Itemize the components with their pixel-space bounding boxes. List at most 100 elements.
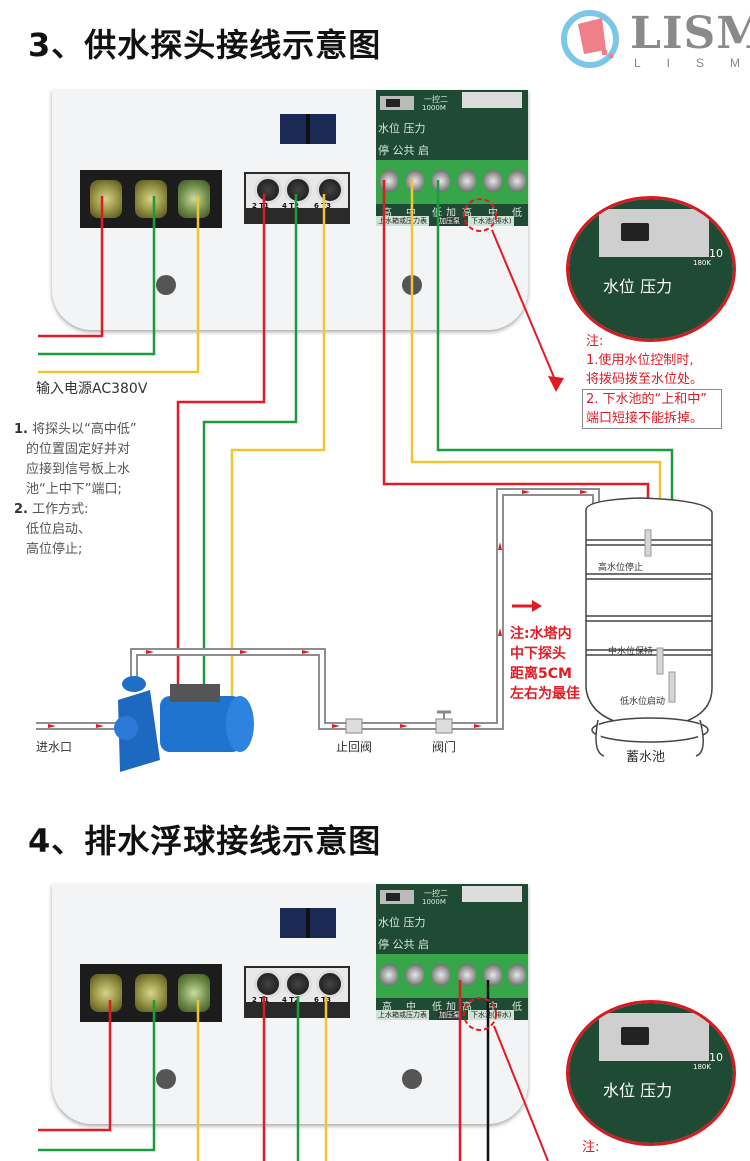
pcb-screw: [432, 170, 450, 192]
terminal-label: 高: [382, 1002, 392, 1013]
jumper-callout: [463, 198, 497, 232]
pcb-terminal-labels: 高 中 低 加 高 中 低 上水箱或压力表 加压泵 下水池(排水): [376, 998, 528, 1020]
check-valve-icon: [345, 718, 363, 734]
magnifier-switch: 水位 压力 180K 10: [566, 196, 736, 342]
dip-switch: [380, 96, 414, 110]
gate-valve-icon: [435, 710, 453, 734]
tank-name: 蓄水池: [626, 750, 666, 765]
terminal-screw: [90, 180, 122, 218]
instruction-line: 高位停止;: [26, 542, 83, 557]
note-line: 2. 下水池的“上和中”: [586, 392, 708, 407]
pcb-screw: [380, 964, 398, 986]
terminal-screw: [178, 180, 210, 218]
logo-mark-icon: [561, 10, 619, 68]
inlet-label: 进水口: [36, 740, 73, 754]
pcb-screw: [432, 964, 450, 986]
contactor-screw: [284, 176, 312, 204]
terminal-label: 加: [446, 208, 456, 219]
notes-title: 注:: [586, 334, 604, 349]
contactor-block: 2 T1 4 T2 6 T3: [244, 966, 350, 1018]
flow-arrows: [48, 490, 588, 728]
probe-high: [644, 529, 652, 557]
instructions: 1. 将探头以“高中低” 的位置固定好并对 应接到信号板上水 池“上中下”端口;…: [14, 420, 184, 560]
contactor-screw: [316, 970, 344, 998]
pcb-resistance: 1000M: [422, 104, 446, 112]
power-input-label: 输入电源AC380V: [36, 381, 148, 397]
tank-high-label: 高水位停止: [598, 563, 644, 573]
dip-switch-knob: [621, 223, 649, 241]
indicator-window: [280, 908, 336, 938]
power-terminal-block: [80, 964, 222, 1022]
instruction-line: 的位置固定好并对: [26, 442, 131, 457]
probe-low: [668, 671, 676, 703]
terminal-label: 高: [382, 208, 392, 219]
power-wire-green: [38, 196, 156, 356]
level-probes: [644, 529, 676, 703]
terminal-label: 低: [432, 1002, 442, 1013]
pcb-bottom-label: 加压泵: [438, 216, 461, 226]
logo-subtext: LISM: [634, 56, 740, 70]
pcb-top-text: 一控二: [424, 889, 448, 898]
water-pump-icon: [114, 676, 254, 772]
pcb-screw: [406, 170, 424, 192]
power-wire-green: [38, 1000, 156, 1152]
terminal-label: 高: [462, 208, 472, 219]
note-line: 1.使用水位控制时,: [586, 353, 694, 368]
contactor-label: 2 T1: [252, 202, 269, 210]
signal-board: 一控二 1000M 水位 压力 停 公共 启 高 中 低 加 高 中 低 上水箱…: [376, 884, 528, 1020]
contactor-label: 2 T1: [252, 996, 269, 1004]
jumper-callout: [463, 997, 497, 1031]
terminal-label: 加: [446, 1002, 456, 1013]
pcb-resistance: 1000M: [422, 898, 446, 906]
magnifier-resistor: 180K: [693, 259, 711, 267]
pcb-row-label: 停 公共 启: [378, 938, 429, 951]
tower-note-line: 距离5CM: [510, 666, 572, 682]
relay-header: [462, 92, 522, 108]
controller-panel: 2 T1 4 T2 6 T3 一控二 1000M 水位 压力 停 公共 启 高 …: [52, 90, 528, 330]
tank-mid-label: 中水位保持: [608, 647, 654, 657]
instruction-line: 池“上中下”端口;: [26, 482, 122, 497]
magnifier-num: 10: [709, 247, 723, 260]
pcb-switch-labels: 水位 压力: [378, 122, 426, 135]
tower-note-line: 中下探头: [510, 646, 566, 662]
section4-title: 4、排水浮球接线示意图: [28, 822, 382, 860]
tower-note: 注:水塔内 中下探头 距离5CM 左右为最佳: [510, 624, 580, 704]
relay-header: [462, 886, 522, 902]
pcb-screw: [406, 964, 424, 986]
instruction-item: 2. 工作方式:: [14, 502, 89, 517]
pump-wire-yellow: [230, 194, 326, 700]
pcb-terminal-labels: 高 中 低 加 高 中 低 上水箱或压力表 加压泵 下水池(排水): [376, 204, 528, 226]
contactor-label: 6 T3: [314, 996, 331, 1004]
brand-logo: LISM LISM: [556, 6, 750, 72]
pcb-terminal-strip: [376, 160, 528, 204]
pcb-screw: [508, 170, 526, 192]
callout-arrow: [491, 229, 557, 383]
terminal-screw: [178, 974, 210, 1012]
terminal-label: 低: [512, 1002, 522, 1013]
tank-low-label: 低水位启动: [620, 697, 666, 707]
contactor-label: 4 T2: [282, 996, 299, 1004]
magnifier-resistor: 180K: [693, 1063, 711, 1071]
note-line: 端口短接不能拆掉。: [586, 411, 704, 426]
pcb-screw: [508, 964, 526, 986]
pump-wire-green: [202, 194, 298, 690]
terminal-label: 低: [512, 208, 522, 219]
contactor-label: 4 T2: [282, 202, 299, 210]
mount-screw: [402, 1069, 422, 1089]
terminal-label: 中: [488, 1002, 498, 1013]
dip-switch: [380, 890, 414, 904]
terminal-screw: [90, 974, 122, 1012]
valve-label: 阀门: [432, 740, 457, 754]
probe-mid: [656, 647, 664, 675]
terminal-label: 中: [488, 208, 498, 219]
terminal-label: 高: [462, 1002, 472, 1013]
magnifier-switch-text: 水位 压力: [603, 277, 673, 296]
terminal-label: 中: [406, 1002, 416, 1013]
mount-screw: [156, 275, 176, 295]
pcb-screw: [458, 964, 476, 986]
pcb-bottom-label: 下水池(排水): [468, 216, 515, 226]
section4-note-title: 注:: [582, 1140, 600, 1155]
note-arrow-head-icon: [532, 600, 542, 612]
terminal-screw: [135, 974, 167, 1012]
check-valve-label: 止回阀: [336, 740, 373, 754]
